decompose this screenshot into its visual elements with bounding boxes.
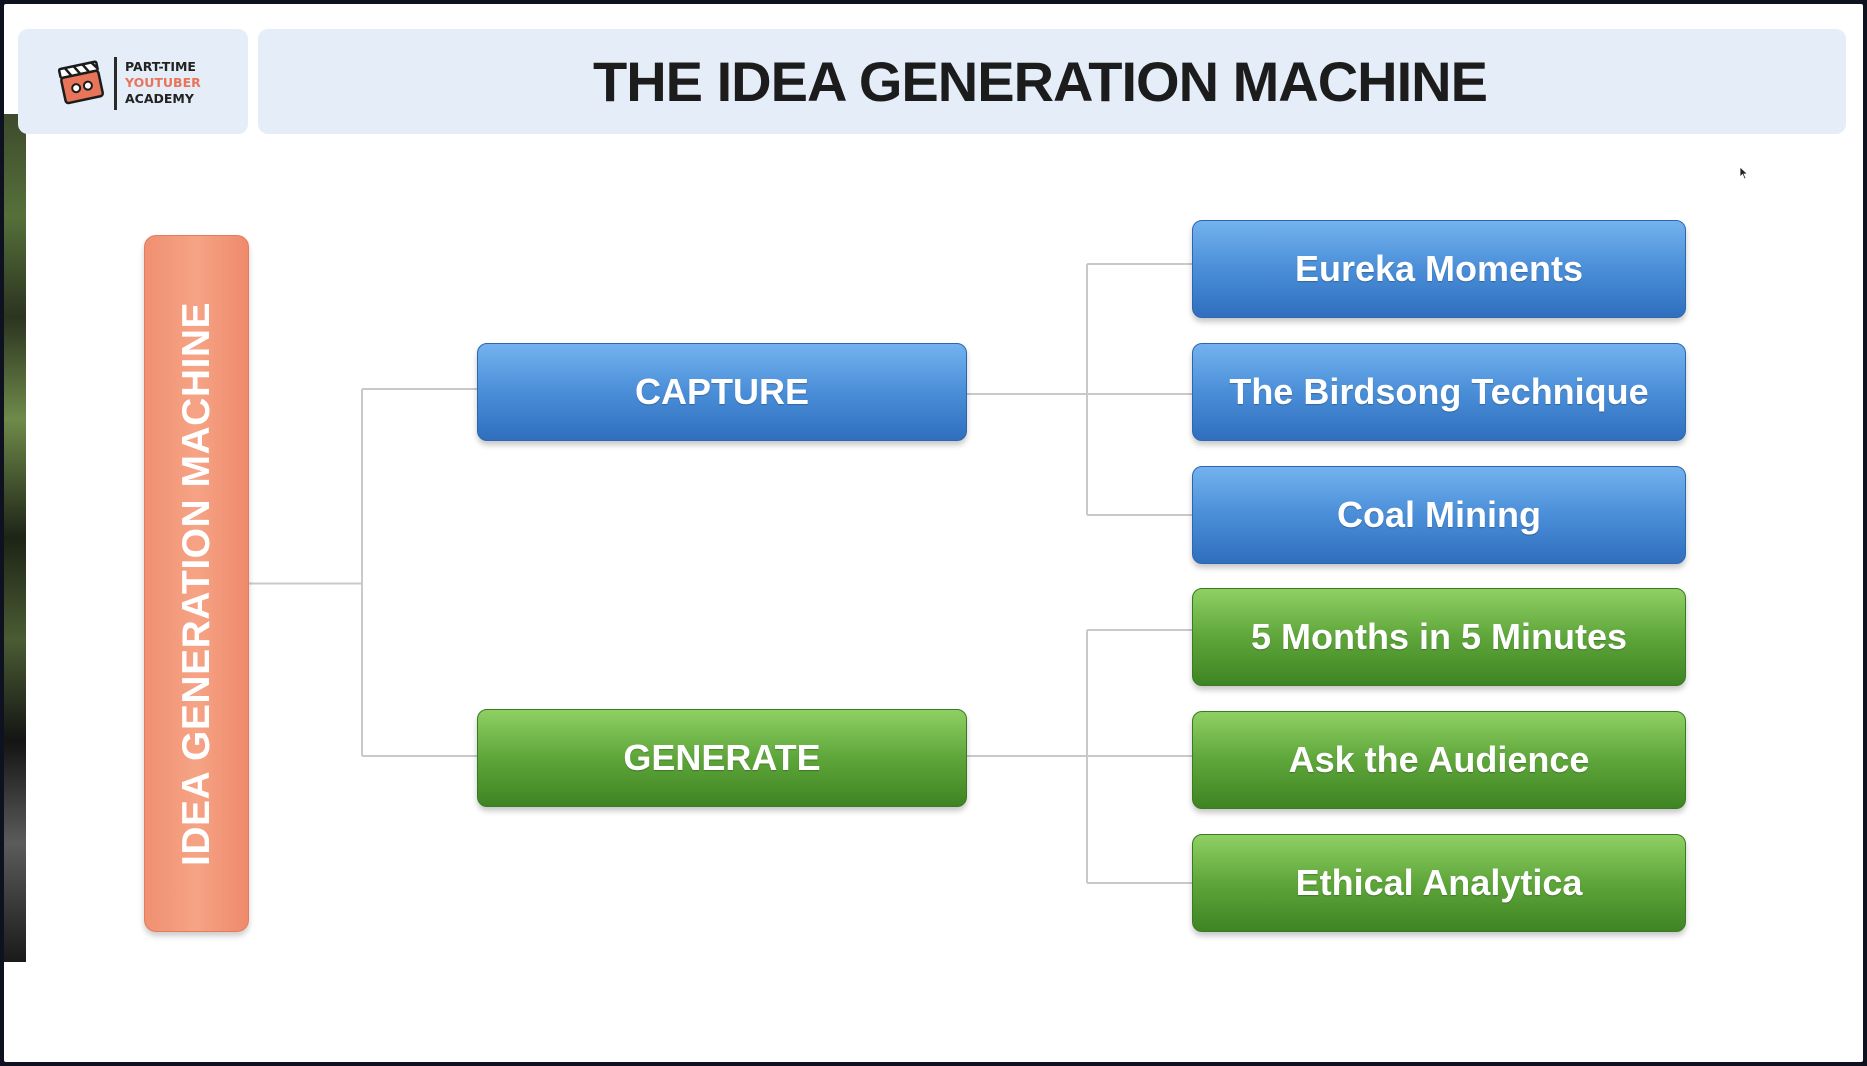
- logo-line-2: YOUTUBER: [125, 75, 201, 90]
- node-5-months: 5 Months in 5 Minutes: [1192, 588, 1686, 686]
- node-generate: GENERATE: [477, 709, 967, 807]
- node-ask-audience: Ask the Audience: [1192, 711, 1686, 809]
- logo-wordmark: PART-TIME YOUTUBER ACADEMY: [125, 59, 235, 107]
- logo-card: PART-TIME YOUTUBER ACADEMY: [18, 29, 248, 134]
- node-birdsong-technique: The Birdsong Technique: [1192, 343, 1686, 441]
- connector-lines: [249, 263, 1192, 884]
- title-bar: THE IDEA GENERATION MACHINE: [258, 29, 1846, 134]
- node-capture: CAPTURE: [477, 343, 967, 441]
- logo-divider: [114, 57, 117, 110]
- logo-line-1: PART-TIME: [125, 59, 196, 74]
- logo-line-3: ACADEMY: [125, 91, 194, 106]
- node-eureka-moments: Eureka Moments: [1192, 220, 1686, 318]
- webcam-overlay-strip: [4, 114, 26, 962]
- root-label: IDEA GENERATION MACHINE: [174, 301, 218, 866]
- page-title: THE IDEA GENERATION MACHINE: [593, 50, 1488, 113]
- film-clapper-icon: [57, 60, 105, 105]
- root-node: IDEA GENERATION MACHINE: [144, 235, 249, 932]
- mind-map-diagram: IDEA GENERATION MACHINE CAPTURE GENERATE…: [4, 4, 1863, 1062]
- mouse-cursor-icon: [1739, 166, 1749, 180]
- node-ethical-analytica: Ethical Analytica: [1192, 834, 1686, 932]
- node-coal-mining: Coal Mining: [1192, 466, 1686, 564]
- slide: PART-TIME YOUTUBER ACADEMY THE IDEA GENE…: [4, 4, 1863, 1062]
